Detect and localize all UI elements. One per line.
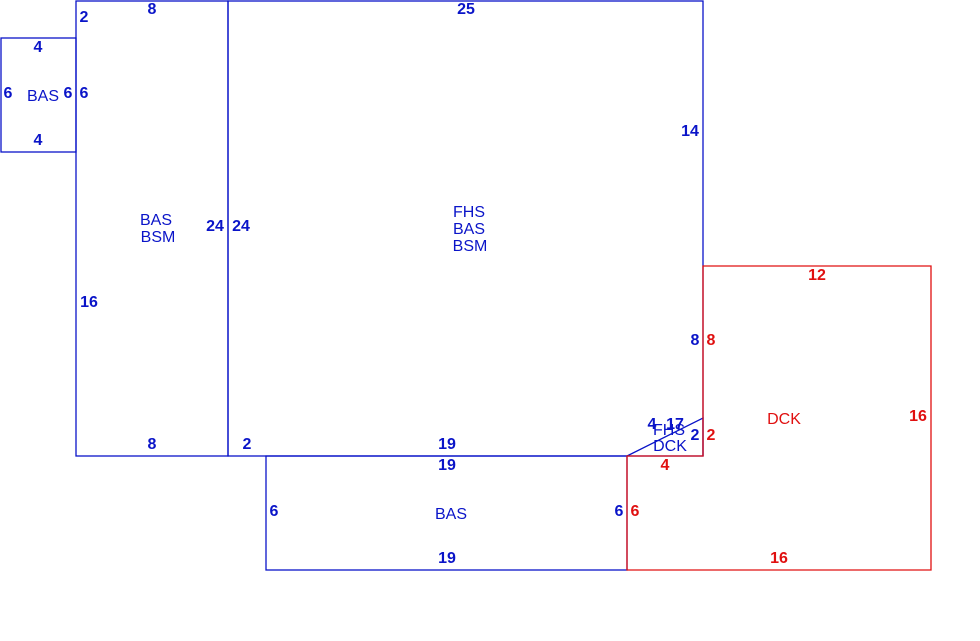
main-section-right-lower-dim: 8 [691,332,700,349]
corner-piece-dim-a: 4 [648,416,657,433]
left-section-left-dim: 16 [80,294,98,311]
main-section-label-line-2: BAS [453,221,485,238]
lower-bas-bottom-dim: 19 [438,550,456,567]
left-section-bottom-dim: 8 [148,436,157,453]
small-bas-label: BAS [27,88,59,105]
main-section-label-line-3: BSM [453,238,488,255]
left-section-label-line-2: BSM [141,229,176,246]
deck-bottom-dim: 16 [770,550,788,567]
deck-label: DCK [767,411,801,428]
deck-top-dim: 12 [808,267,826,284]
main-section-top-dim: 25 [457,1,475,18]
small-bas-left-dim: 6 [4,85,13,102]
lower-bas-right-dim: 6 [615,503,624,520]
left-section-right-dim: 24 [206,218,224,235]
deck-left-upper-dim: 8 [707,332,716,349]
small-bas-top-dim: 4 [34,39,43,56]
small-bas-bottom-dim: 4 [34,132,43,149]
lower-bas-left-dim: 6 [270,503,279,520]
small-bas-right-dim: 6 [64,85,73,102]
lower-bas-label: BAS [435,506,467,523]
corner-piece-label-line-1: FHS [653,422,685,439]
corner-piece-label-line-2: DCK [653,438,687,455]
left-section-top-dim: 8 [148,1,157,18]
corner-piece-dim-c: 2 [691,427,700,444]
left-section-step-dim: 6 [80,85,89,102]
deck-notch-dim: 4 [661,457,670,474]
main-section-left-dim: 24 [232,218,250,235]
main-section-label-line-1: FHS [453,204,485,221]
corner-piece-dim-b: 17 [666,416,684,433]
deck-right-dim: 16 [909,408,927,425]
left-section-left-top-dim: 2 [80,9,89,26]
deck-outline [626,265,932,571]
deck-left-lower-dim: 6 [631,503,640,520]
main-section-right-upper-dim: 14 [681,123,699,140]
main-section-bottom-left-dim: 2 [243,436,252,453]
main-section-bottom-dim: 19 [438,436,456,453]
left-section-label-line-1: BAS [140,212,172,229]
lower-bas-top-dim: 19 [438,457,456,474]
deck-left-mid-dim: 2 [707,427,716,444]
